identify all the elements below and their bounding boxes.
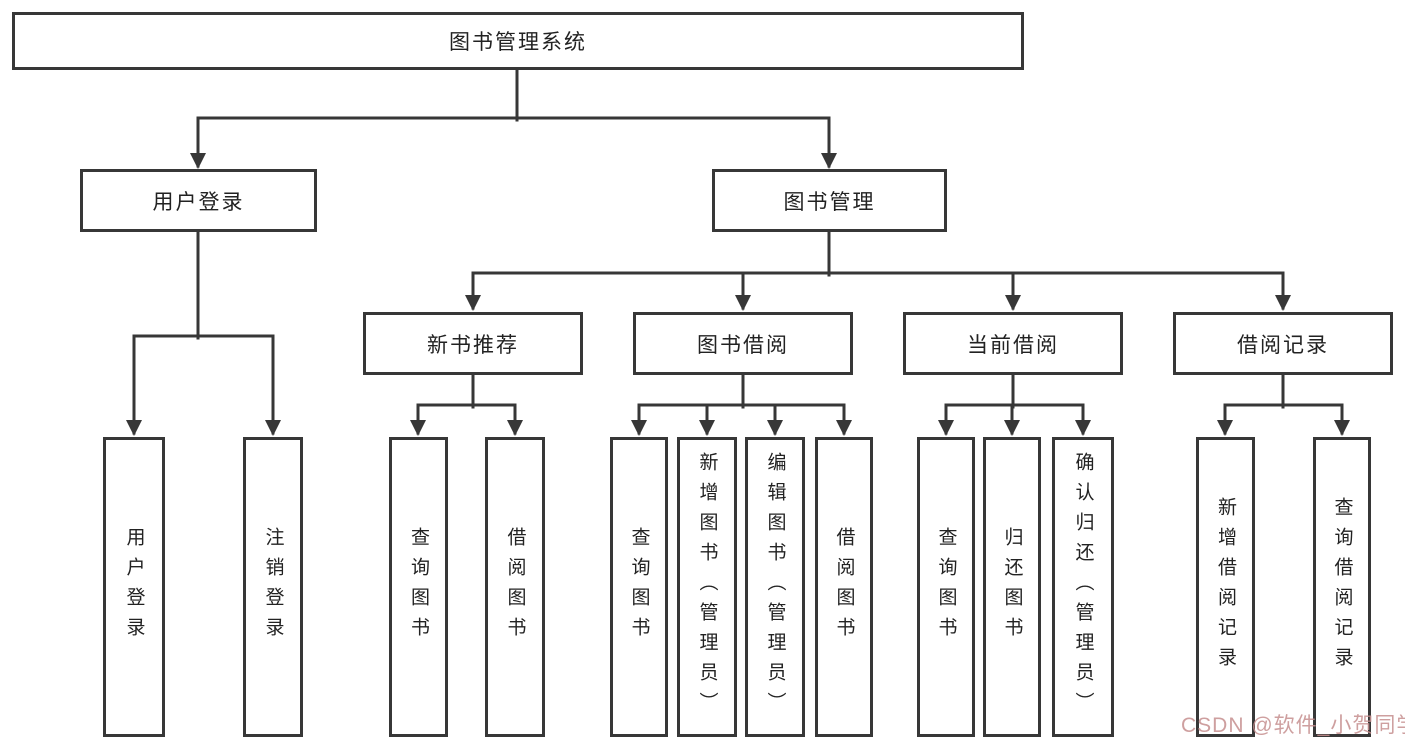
connector-user-login-children [126, 230, 281, 436]
node-borrowing-records: 借阅记录 [1173, 312, 1393, 375]
leaf-borrow-books-recommend-label: 借阅图书 [504, 527, 526, 647]
leaf-user-login-label: 用户登录 [123, 527, 145, 647]
leaf-query-books-recommend: 查询图书 [389, 437, 448, 737]
leaf-query-borrow-record-label: 查询借阅记录 [1331, 497, 1353, 677]
node-book-borrowing: 图书借阅 [633, 312, 853, 375]
node-user-login: 用户登录 [80, 169, 317, 232]
leaf-add-borrow-record-label: 新增借阅记录 [1215, 497, 1236, 677]
leaf-query-books-current-label: 查询图书 [935, 527, 957, 647]
leaf-edit-books-admin: 编辑图书（管理员） [745, 437, 805, 737]
connector-book-borrow-children [631, 373, 852, 436]
leaf-query-books-current: 查询图书 [917, 437, 975, 737]
leaf-user-login: 用户登录 [103, 437, 165, 737]
leaf-borrow-books-label: 借阅图书 [833, 527, 855, 647]
leaf-borrow-books: 借阅图书 [815, 437, 873, 737]
leaf-return-books-label: 归还图书 [1001, 527, 1023, 647]
leaf-query-books-borrow: 查询图书 [610, 437, 668, 737]
leaf-edit-books-admin-label: 编辑图书（管理员） [764, 452, 786, 722]
leaf-query-books-borrow-label: 查询图书 [628, 527, 650, 647]
leaf-query-borrow-record: 查询借阅记录 [1313, 437, 1371, 737]
leaf-logout-label: 注销登录 [262, 527, 284, 647]
connector-book-management-groups [465, 230, 1291, 311]
node-book-management: 图书管理 [712, 169, 947, 232]
leaf-add-borrow-record: 新增借阅记录 [1196, 437, 1255, 737]
connector-new-book-children [410, 373, 523, 436]
node-current-borrowing: 当前借阅 [903, 312, 1123, 375]
watermark-csdn: CSDN @软件_小贺同学 [1181, 714, 1405, 737]
connector-current-borrow-children [938, 373, 1091, 436]
connector-borrow-records-children [1217, 373, 1350, 436]
leaf-return-books: 归还图书 [983, 437, 1041, 737]
connector-root-to-level2 [190, 68, 837, 169]
node-library-management-system: 图书管理系统 [12, 12, 1024, 70]
leaf-add-books-admin: 新增图书（管理员） [677, 437, 737, 737]
leaf-confirm-return-admin: 确认归还（管理员） [1052, 437, 1114, 737]
node-new-book-recommendation: 新书推荐 [363, 312, 583, 375]
leaf-borrow-books-recommend: 借阅图书 [485, 437, 545, 737]
leaf-add-books-admin-label: 新增图书（管理员） [696, 452, 718, 722]
leaf-logout: 注销登录 [243, 437, 303, 737]
leaf-query-books-recommend-label: 查询图书 [408, 527, 429, 647]
leaf-confirm-return-admin-label: 确认归还（管理员） [1072, 452, 1094, 722]
